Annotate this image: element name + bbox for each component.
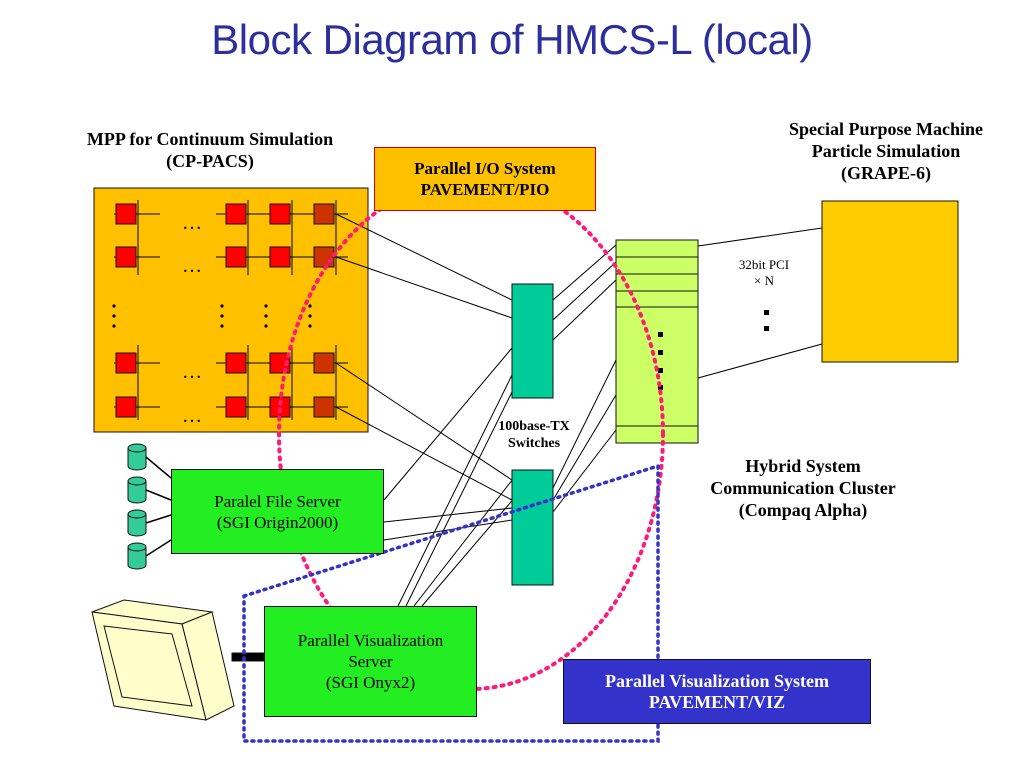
mpp-node (225, 396, 247, 418)
network-links (335, 213, 823, 607)
mpp-io-node (313, 203, 335, 225)
mpp-io-node (313, 246, 335, 268)
switch-lower (511, 469, 554, 586)
pio-system-box: Parallel I/O System PAVEMENT/PIO (374, 147, 596, 211)
mpp-node (115, 396, 137, 418)
mpp-node (115, 352, 137, 374)
mpp-label: MPP for Continuum Simulation (CP-PACS) (86, 129, 334, 171)
disk-icon (127, 481, 147, 504)
disk-icon (127, 547, 147, 570)
grape-block (821, 200, 959, 363)
mpp-io-node (313, 352, 335, 374)
mpp-node (225, 246, 247, 268)
viz-server-box: Parallel Visualization Server (SGI Onyx2… (264, 606, 477, 717)
page-title: Block Diagram of HMCS-L (local) (211, 16, 813, 63)
mpp-node (115, 246, 137, 268)
cluster-ellipsis (658, 332, 663, 390)
mpp-io-node (313, 396, 335, 418)
row-ellipsis: … (182, 405, 202, 427)
switches-label: 100base-TX Switches (498, 419, 570, 451)
pci-label: 32bit PCI × N (738, 257, 790, 288)
viz-boundary (242, 463, 660, 743)
mpp-node (269, 203, 291, 225)
file-server-box: Paralel File Server (SGI Origin2000) (171, 469, 384, 554)
hybrid-cluster (615, 239, 699, 444)
row-ellipsis: … (182, 255, 202, 277)
row-ellipsis: … (182, 212, 202, 234)
mpp-node (225, 203, 247, 225)
grape-label: Special Purpose Machine Particle Simulat… (789, 119, 983, 183)
disk-icon (127, 514, 147, 537)
disk-icon (127, 448, 147, 471)
mpp-block (93, 187, 369, 433)
pci-ellipsis (764, 310, 769, 331)
mpp-node (269, 246, 291, 268)
monitor-icon (91, 599, 265, 721)
viz-system-box: Parallel Visualization System PAVEMENT/V… (563, 659, 871, 724)
mpp-vertical-ellipsis (112, 304, 312, 328)
row-ellipsis: … (182, 361, 202, 383)
disk-stack (127, 443, 172, 570)
hybrid-label: Hybrid System Communication Cluster (Com… (710, 456, 896, 520)
switch-upper (511, 283, 554, 399)
mpp-node (225, 352, 247, 374)
mpp-node (115, 203, 137, 225)
